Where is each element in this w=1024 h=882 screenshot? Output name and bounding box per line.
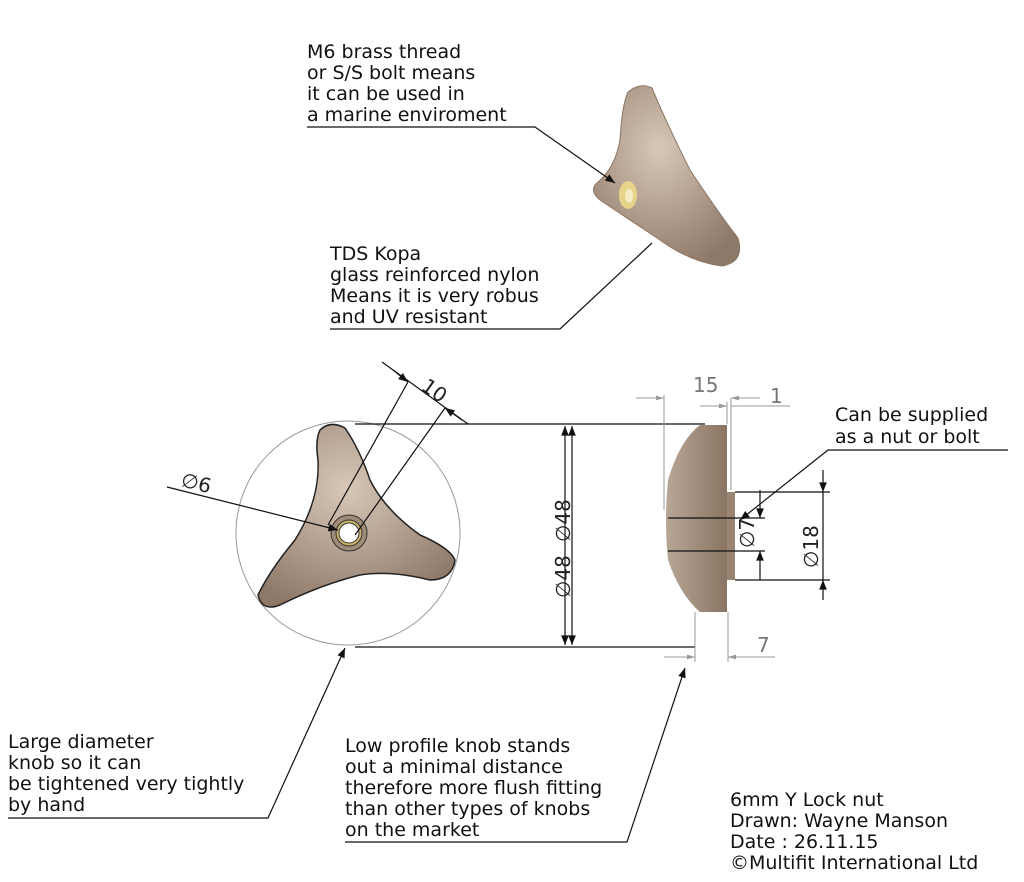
svg-text:©Multifit International Ltd: ©Multifit International Ltd <box>730 852 978 874</box>
svg-text:than other types of knobs: than other types of knobs <box>345 798 590 820</box>
svg-text:6mm Y Lock nut: 6mm Y Lock nut <box>730 789 884 811</box>
svg-text:Date : 26.11.15: Date : 26.11.15 <box>730 831 879 853</box>
svg-text:10: 10 <box>417 373 452 407</box>
svg-text:by hand: by hand <box>8 794 85 816</box>
svg-text:∅18: ∅18 <box>799 525 823 568</box>
svg-text:TDS Kopa: TDS Kopa <box>329 243 421 265</box>
svg-text:∅48: ∅48 <box>551 499 575 542</box>
svg-text:Drawn: Wayne Manson: Drawn: Wayne Manson <box>730 810 948 832</box>
svg-text:a marine enviroment: a marine enviroment <box>307 104 507 126</box>
svg-text:M6 brass thread: M6 brass thread <box>307 41 461 63</box>
svg-text:it can be used in: it can be used in <box>307 83 465 105</box>
thread-note: M6 brass thread or S/S bolt means it can… <box>307 41 616 184</box>
title-block: 6mm Y Lock nut Drawn: Wayne Manson Date … <box>730 789 978 874</box>
svg-text:glass reinforced nylon: glass reinforced nylon <box>330 264 539 286</box>
svg-text:on the market: on the market <box>345 819 479 841</box>
svg-text:or S/S bolt means: or S/S bolt means <box>307 62 475 84</box>
diameter-note: Large diameter knob so it can be tighten… <box>8 647 346 819</box>
front-view: 10 ∅6 ∅48 ∅48 <box>166 361 705 648</box>
svg-text:knob so it can: knob so it can <box>8 752 141 774</box>
svg-text:and UV resistant: and UV resistant <box>330 306 487 328</box>
svg-text:Means it is very robus: Means it is very robus <box>330 285 539 307</box>
side-view: 15 1 7 ∅7 ∅18 <box>636 373 830 662</box>
svg-text:15: 15 <box>693 373 718 397</box>
svg-text:be tightened very tightly: be tightened very tightly <box>8 773 244 795</box>
profile-note: Low profile knob stands out a minimal di… <box>345 667 686 843</box>
isometric-knob-view <box>593 85 741 267</box>
svg-text:as a nut or bolt: as a nut or bolt <box>835 426 980 448</box>
supply-note: Can be supplied as a nut or bolt <box>739 404 1008 521</box>
svg-text:1: 1 <box>770 384 783 408</box>
svg-text:therefore more flush fitting: therefore more flush fitting <box>345 777 602 799</box>
svg-text:∅7: ∅7 <box>735 518 759 548</box>
svg-text:∅48: ∅48 <box>551 555 575 598</box>
svg-text:Low profile knob stands: Low profile knob stands <box>345 735 570 757</box>
svg-text:∅6: ∅6 <box>179 468 214 499</box>
svg-text:7: 7 <box>757 633 770 657</box>
svg-text:out a minimal distance: out a minimal distance <box>345 756 563 778</box>
svg-text:Large diameter: Large diameter <box>8 731 154 753</box>
svg-text:Can be supplied: Can be supplied <box>835 404 988 426</box>
material-note: TDS Kopa glass reinforced nylon Means it… <box>329 242 653 330</box>
